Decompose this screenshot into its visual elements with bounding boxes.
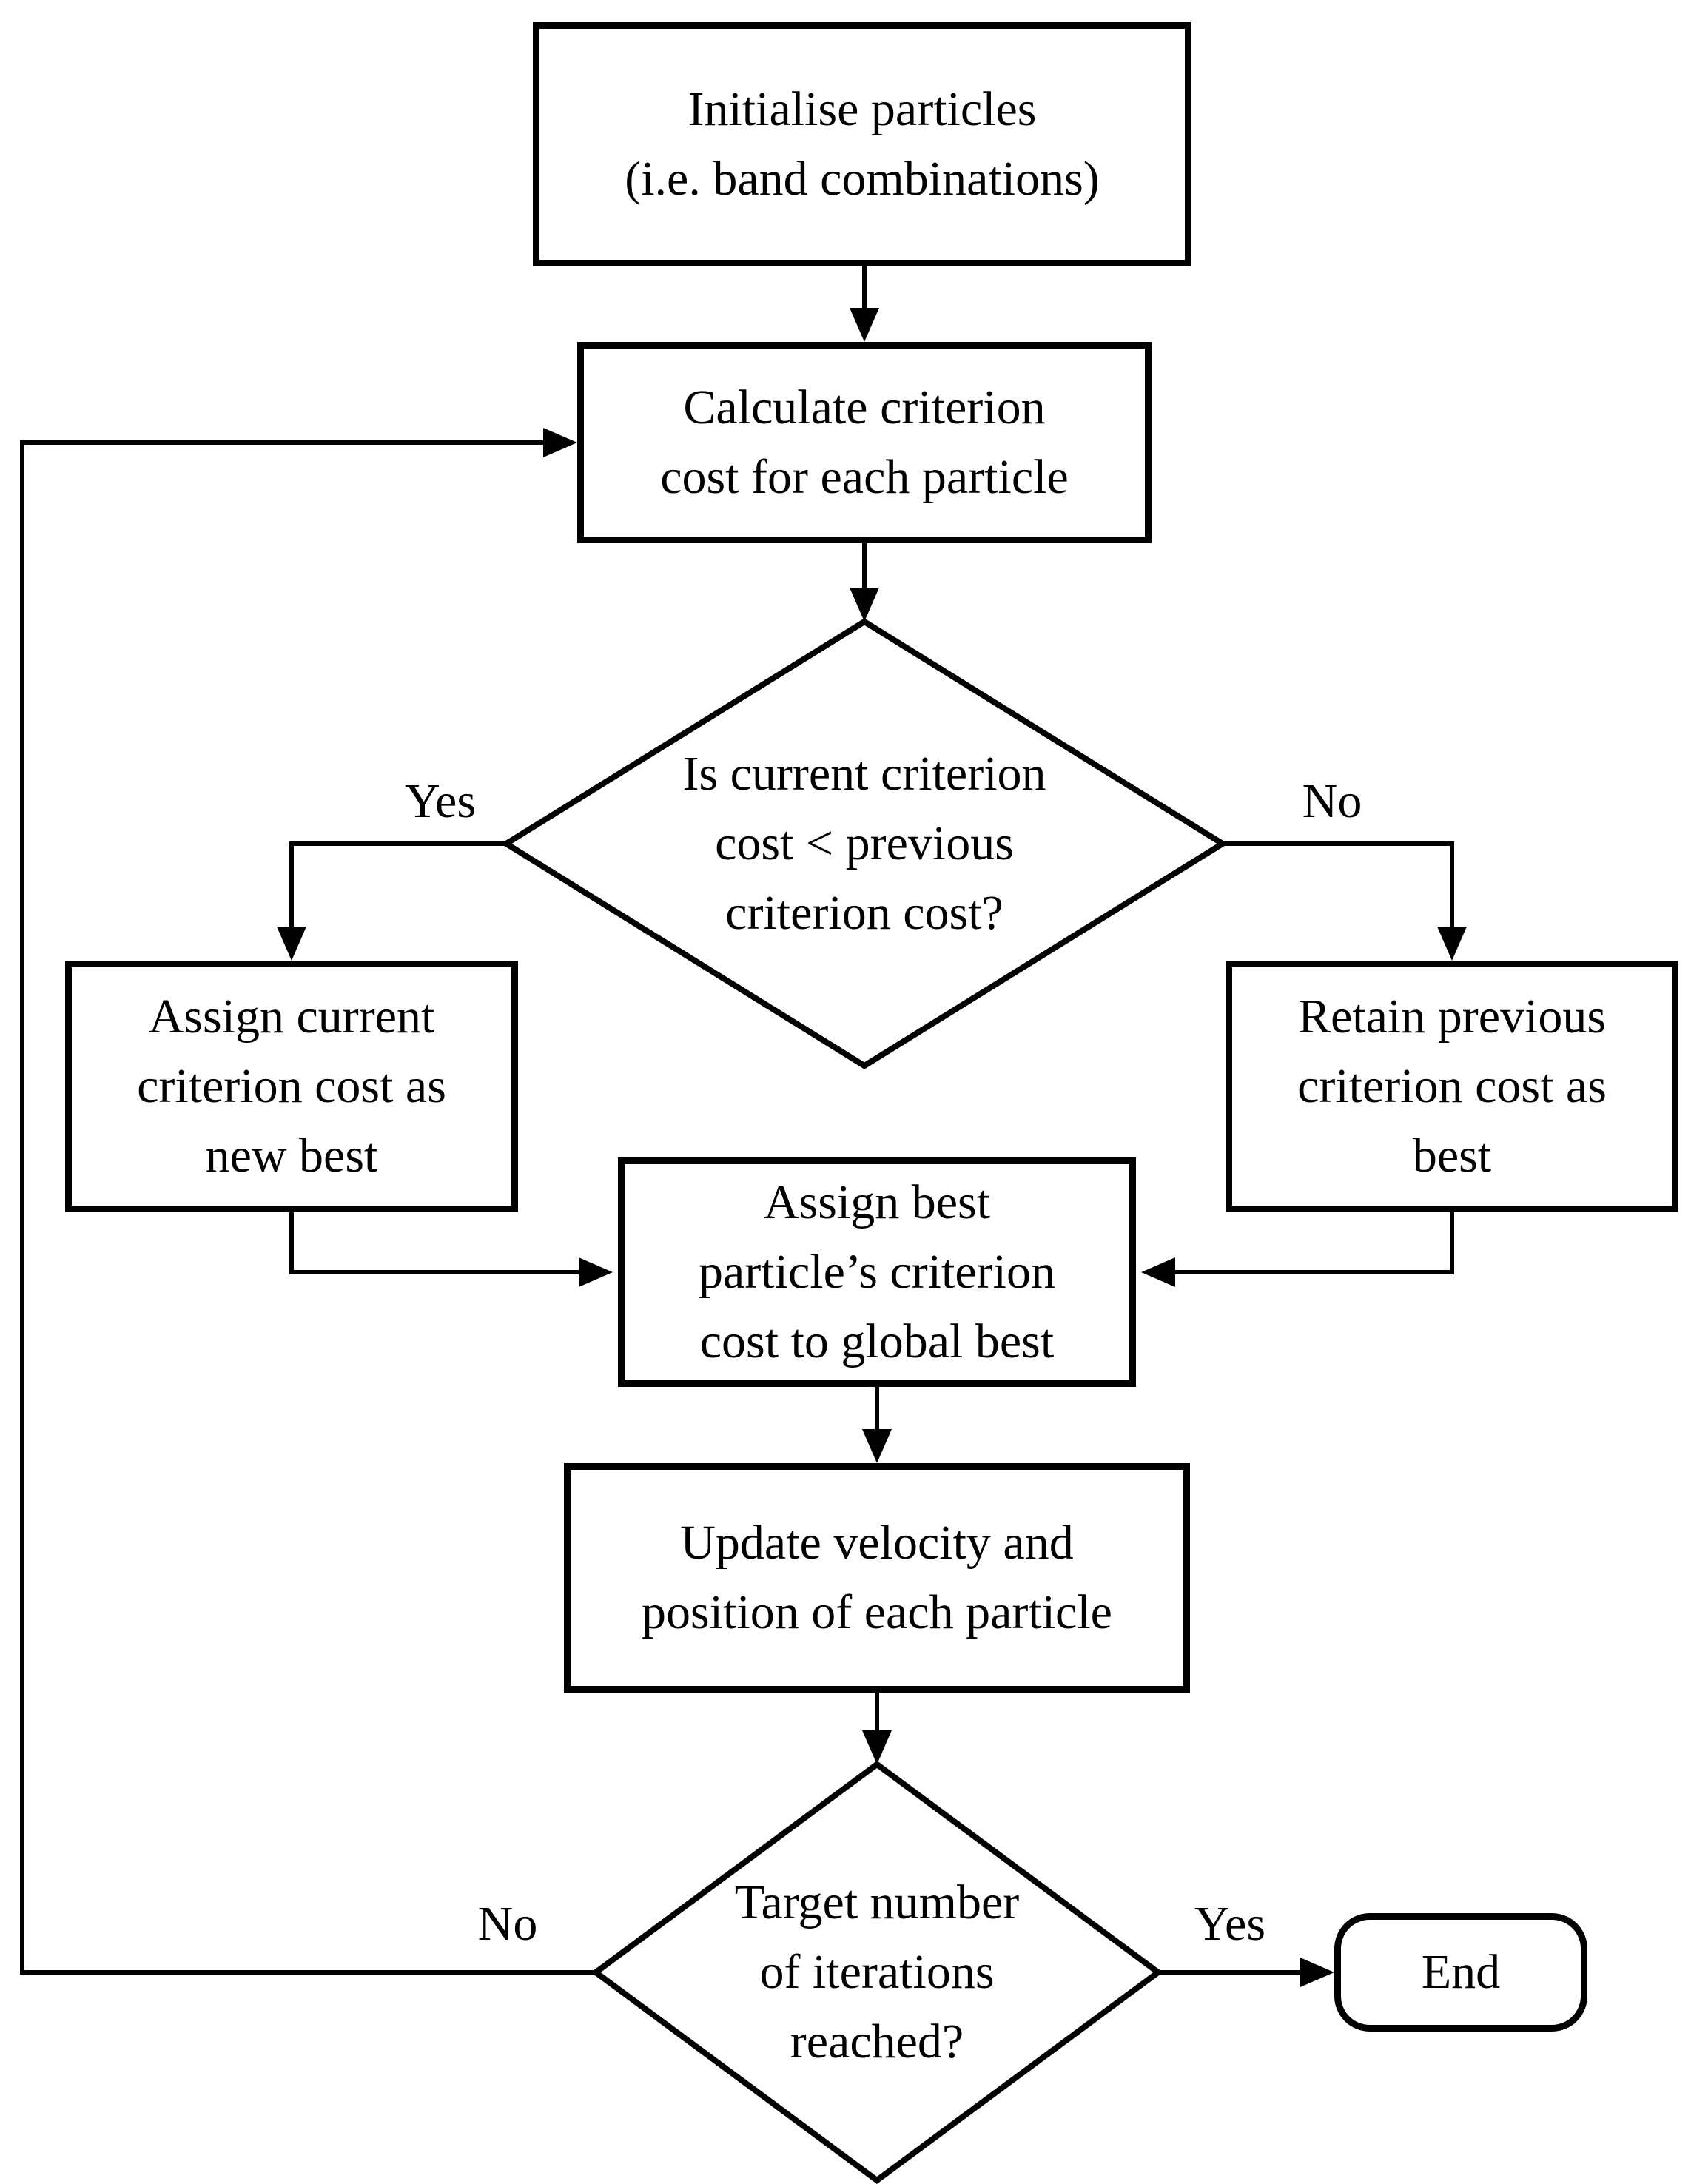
arrowhead-init-calc	[850, 308, 879, 342]
edge-no-cost	[1223, 841, 1454, 933]
decision-iter-label: Target number of iterations reached?	[734, 1875, 1020, 2069]
node-calculate-criterion-cost: Calculate criterion cost for each partic…	[577, 342, 1152, 543]
node-end: End	[1334, 1913, 1587, 2032]
decision-iter-outline	[591, 1761, 1163, 2184]
label-yes-cost: Yes	[404, 774, 477, 828]
decision-cost-label: Is current criterion cost < previous cri…	[682, 747, 1046, 940]
arrowhead-global-update	[862, 1429, 892, 1463]
arrowhead-no-cost	[1437, 927, 1467, 961]
arrowhead-update-decision	[862, 1730, 892, 1764]
label-no-cost: No	[1302, 774, 1362, 828]
label-no-iter: No	[477, 1897, 538, 1951]
decision-cost-outline	[500, 618, 1228, 1069]
arrowhead-retain-global	[1141, 1257, 1175, 1287]
edge-yes-cost	[289, 841, 506, 933]
node-retain-previous-cost: Retain previous criterion cost as best	[1226, 961, 1678, 1212]
edge-retain-global	[1169, 1212, 1454, 1274]
node-initialise-particles: Initialise particles (i.e. band combinat…	[533, 22, 1191, 266]
node-assign-global-best: Assign best particle’s criterion cost to…	[618, 1157, 1136, 1387]
arrowhead-loop-calc	[543, 428, 577, 457]
arrowhead-yes-iter-end	[1300, 1958, 1334, 1987]
arrowhead-yes-cost	[277, 927, 306, 961]
node-update-velocity-position: Update velocity and position of each par…	[564, 1463, 1190, 1693]
label-yes-iter: Yes	[1194, 1897, 1266, 1951]
node-assign-current-cost: Assign current criterion cost as new bes…	[65, 961, 518, 1212]
arrowhead-calc-decision	[850, 588, 879, 622]
edge-loop-no-iter	[20, 440, 596, 1975]
arrowhead-assign-current-global	[579, 1257, 613, 1287]
edge-assign-current-global	[289, 1212, 585, 1274]
